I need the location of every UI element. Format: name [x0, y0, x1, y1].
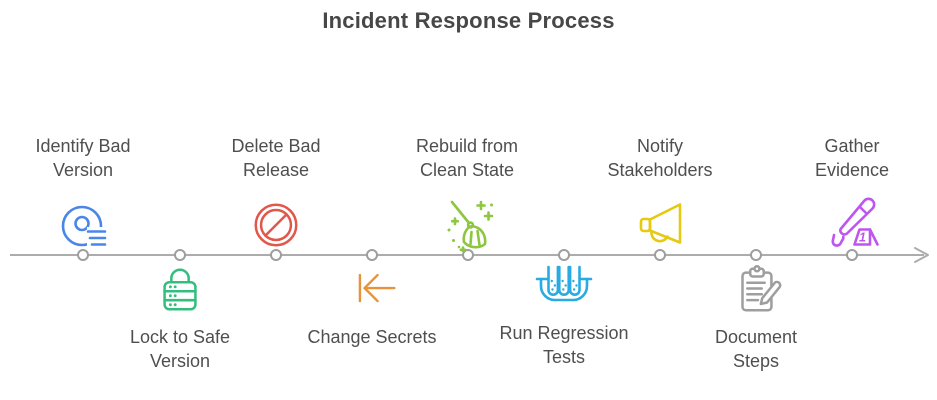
step-lock-to-safe-version: Lock to Safe Version — [105, 262, 255, 373]
forensics-icon: 1 — [824, 196, 880, 252]
timeline-arrow-icon — [914, 247, 929, 263]
timeline-node — [846, 249, 858, 261]
broom-sparkles-icon — [439, 196, 495, 252]
timeline — [10, 247, 929, 263]
timeline-node — [558, 249, 570, 261]
step-gather-evidence: Gather Evidence 1 — [777, 134, 927, 252]
timeline-nodes — [77, 249, 858, 261]
test-tubes-icon — [535, 262, 593, 312]
clipboard-pencil-icon — [729, 262, 783, 316]
step-rebuild-from-clean-state: Rebuild from Clean State — [392, 134, 542, 252]
step-label: Lock to Safe Version — [129, 327, 231, 371]
step-label: Document Steps — [714, 327, 798, 371]
diagram-title: Incident Response Process — [322, 8, 615, 33]
step-identify-bad-version: Identify Bad Version — [8, 134, 158, 252]
step-label: Rebuild from Clean State — [415, 136, 519, 180]
timeline-node — [366, 249, 378, 261]
step-notify-stakeholders: Notify Stakeholders — [585, 134, 735, 252]
timeline-node — [270, 249, 282, 261]
rollback-arrow-icon — [346, 262, 398, 316]
timeline-node — [654, 249, 666, 261]
step-label: Run Regression Tests — [499, 323, 629, 367]
disc-search-icon — [57, 200, 109, 252]
step-label: Change Secrets — [307, 327, 437, 347]
timeline-node — [77, 249, 89, 261]
evidence-marker-number: 1 — [859, 231, 866, 245]
step-run-regression-tests: Run Regression Tests — [489, 262, 639, 369]
timeline-node — [462, 249, 474, 261]
step-label: Gather Evidence — [814, 136, 890, 180]
step-label: Notify Stakeholders — [607, 136, 713, 180]
megaphone-icon — [632, 196, 688, 252]
step-delete-bad-release: Delete Bad Release — [201, 134, 351, 252]
step-change-secrets: Change Secrets — [297, 262, 447, 349]
no-entry-icon — [249, 198, 303, 252]
step-label: Identify Bad Version — [35, 136, 131, 180]
timeline-node — [750, 249, 762, 261]
step-document-steps: Document Steps — [681, 262, 831, 373]
step-label: Delete Bad Release — [231, 136, 321, 180]
timeline-node — [174, 249, 186, 261]
lock-server-icon — [153, 262, 207, 316]
